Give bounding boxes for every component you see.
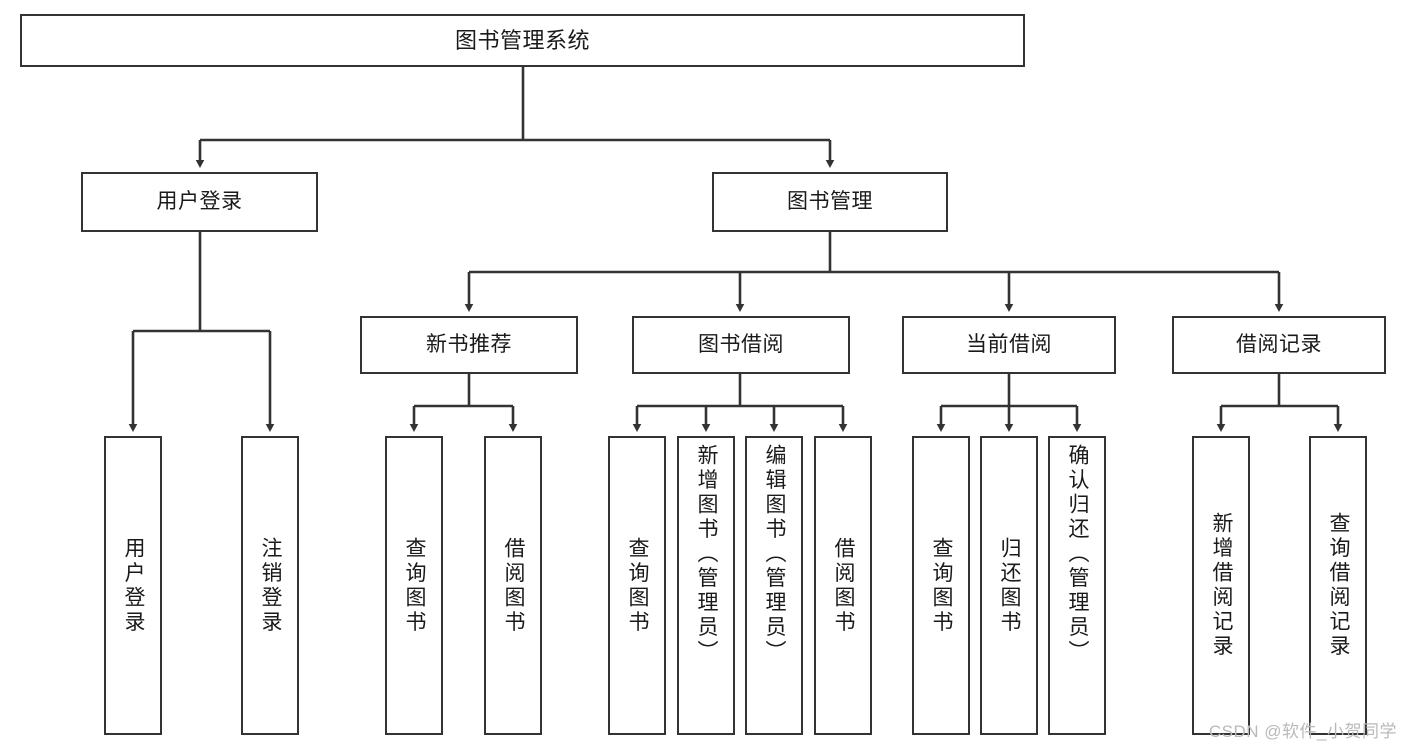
node-leaf-logout-label: 注销登录 — [259, 536, 283, 635]
node-leaf-borrow-book-2-label: 借阅图书 — [832, 536, 856, 635]
node-leaf-borrow-book-2[interactable]: 借阅图书 — [814, 436, 872, 735]
node-leaf-edit-book-label: 编辑图书（管理员） — [763, 444, 787, 665]
node-user-login-label: 用户登录 — [156, 189, 243, 213]
node-leaf-query-record-label: 查询借阅记录 — [1327, 512, 1351, 659]
node-leaf-confirm-return[interactable]: 确认归还（管理员） — [1048, 436, 1106, 735]
node-root[interactable]: 图书管理系统 — [20, 14, 1025, 67]
node-leaf-query-book-2[interactable]: 查询图书 — [608, 436, 666, 735]
node-leaf-user-login[interactable]: 用户登录 — [104, 436, 162, 735]
node-leaf-query-book-2-label: 查询图书 — [626, 536, 650, 635]
node-book-borrow[interactable]: 图书借阅 — [632, 316, 850, 374]
node-leaf-query-book-3-label: 查询图书 — [930, 536, 954, 635]
node-borrow-record[interactable]: 借阅记录 — [1172, 316, 1386, 374]
node-user-login[interactable]: 用户登录 — [81, 172, 318, 232]
node-leaf-borrow-book-1-label: 借阅图书 — [502, 536, 526, 635]
node-leaf-return-book-label: 归还图书 — [998, 536, 1022, 635]
node-leaf-query-book-1[interactable]: 查询图书 — [385, 436, 443, 735]
node-leaf-logout[interactable]: 注销登录 — [241, 436, 299, 735]
node-leaf-borrow-book-1[interactable]: 借阅图书 — [484, 436, 542, 735]
node-leaf-add-record-label: 新增借阅记录 — [1210, 512, 1234, 659]
node-leaf-add-book[interactable]: 新增图书（管理员） — [677, 436, 735, 735]
node-new-book-recommend[interactable]: 新书推荐 — [360, 316, 578, 374]
node-current-borrow[interactable]: 当前借阅 — [902, 316, 1116, 374]
node-leaf-return-book[interactable]: 归还图书 — [980, 436, 1038, 735]
node-leaf-user-login-label: 用户登录 — [122, 536, 146, 635]
node-current-borrow-label: 当前借阅 — [966, 332, 1052, 356]
node-leaf-query-record[interactable]: 查询借阅记录 — [1309, 436, 1367, 735]
node-leaf-edit-book[interactable]: 编辑图书（管理员） — [745, 436, 803, 735]
node-leaf-add-book-label: 新增图书（管理员） — [695, 444, 719, 665]
node-book-management[interactable]: 图书管理 — [712, 172, 948, 232]
node-leaf-confirm-return-label: 确认归还（管理员） — [1066, 444, 1090, 665]
node-leaf-query-book-1-label: 查询图书 — [403, 536, 427, 635]
node-root-label: 图书管理系统 — [454, 27, 590, 53]
node-book-management-label: 图书管理 — [787, 189, 873, 213]
node-leaf-add-record[interactable]: 新增借阅记录 — [1192, 436, 1250, 735]
node-book-borrow-label: 图书借阅 — [698, 332, 784, 356]
node-leaf-query-book-3[interactable]: 查询图书 — [912, 436, 970, 735]
watermark: CSDN @软件_小贺同学 — [1208, 722, 1397, 741]
node-borrow-record-label: 借阅记录 — [1236, 332, 1322, 356]
node-new-book-recommend-label: 新书推荐 — [426, 332, 512, 356]
